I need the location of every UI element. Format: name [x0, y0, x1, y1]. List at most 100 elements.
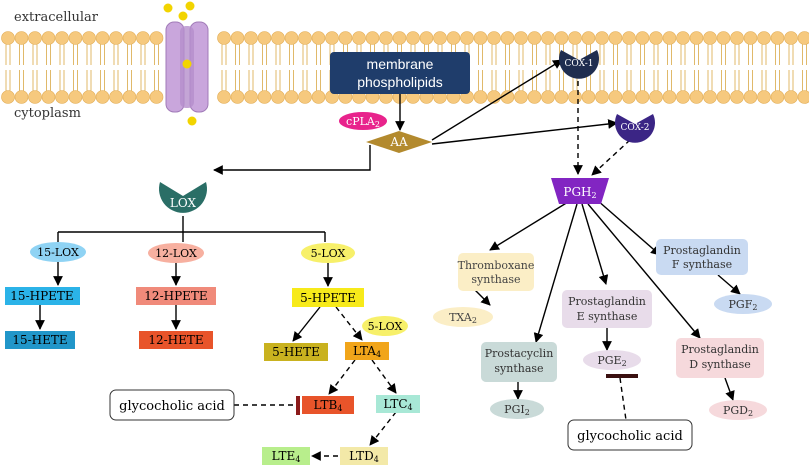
lipid-head	[311, 31, 326, 45]
lipid-head	[217, 90, 231, 104]
lipid-head	[541, 31, 555, 45]
lipid-head	[244, 31, 258, 45]
membrane-phospholipids-box: membrane phospholipids	[330, 52, 470, 94]
lipid-head	[136, 31, 150, 45]
svg-text:PGD2: PGD2	[723, 404, 753, 418]
lipid-head	[230, 90, 245, 104]
lipid-head	[271, 90, 285, 104]
lipid-head	[298, 90, 312, 104]
lipid-head	[514, 90, 528, 104]
svg-text:LTE4: LTE4	[272, 449, 301, 464]
svg-text:15-HETE: 15-HETE	[12, 333, 67, 347]
svg-text:Prostaglandin: Prostaglandin	[681, 343, 759, 356]
phospholipids-label-line2: phospholipids	[357, 74, 443, 90]
lipid-head	[527, 90, 542, 104]
lipid-head	[608, 90, 623, 104]
hpete12-node: 12-HPETE	[136, 287, 216, 305]
lipid-head	[149, 31, 164, 45]
lipid-head	[581, 90, 596, 104]
lipid-head	[622, 31, 636, 45]
lipid-head	[595, 31, 609, 45]
svg-text:LTC4: LTC4	[383, 397, 412, 412]
svg-text:glycocholic acid: glycocholic acid	[577, 429, 683, 444]
lipid-head	[298, 31, 312, 45]
lipid-head	[649, 90, 663, 104]
prostaglandin-f-synthase-node: Prostaglandin F synthase	[656, 239, 748, 275]
lipid-head	[460, 31, 474, 45]
pge2-node: PGE2	[583, 350, 641, 370]
lipid-head	[149, 90, 164, 104]
pgf2-node: PGF2	[714, 294, 772, 314]
lox-node: LOX	[159, 182, 208, 213]
lipid-head	[608, 31, 623, 45]
phospholipids-label-line1: membrane	[367, 56, 434, 72]
svg-text:E synthase: E synthase	[577, 310, 638, 323]
lipid-head	[14, 31, 29, 45]
lipid-head	[770, 90, 785, 104]
lipid-head	[68, 31, 83, 45]
lipid-head	[784, 31, 798, 45]
lipid-head	[338, 31, 353, 45]
cytoplasm-label: cytoplasm	[14, 106, 81, 121]
lipid-head	[662, 90, 677, 104]
svg-text:LOX: LOX	[170, 196, 197, 210]
lipid-head	[622, 90, 636, 104]
hete5-node: 5-HETE	[264, 343, 328, 361]
svg-text:synthase: synthase	[471, 273, 520, 286]
lipid-heads-inner	[1, 90, 809, 104]
svg-text:Prostacyclin: Prostacyclin	[485, 347, 554, 360]
svg-text:15-LOX: 15-LOX	[37, 246, 79, 259]
lipid-head	[676, 31, 690, 45]
pgi2-node: PGI2	[490, 399, 544, 419]
lipid-head	[1, 90, 15, 104]
svg-text:synthase: synthase	[494, 362, 543, 375]
cox2-node: COX-2	[615, 114, 655, 143]
lipid-head	[554, 90, 569, 104]
svg-text:PGI2: PGI2	[504, 403, 530, 417]
svg-text:12-HPETE: 12-HPETE	[144, 289, 207, 303]
lipid-head	[257, 31, 272, 45]
lipid-heads-outer	[1, 31, 809, 45]
cox1-node: COX-1	[559, 50, 599, 79]
lta4-node: LTA4	[345, 342, 389, 360]
svg-text:12-HETE: 12-HETE	[148, 333, 203, 347]
lipid-head	[82, 90, 96, 104]
prostaglandin-e-synthase-node: Prostaglandin E synthase	[562, 290, 652, 328]
inhibition-bar-pge2	[606, 374, 638, 378]
lipid-head	[365, 31, 380, 45]
svg-text:TXA2: TXA2	[449, 311, 477, 325]
lox12-node: 12-LOX	[148, 243, 204, 263]
lipid-head	[473, 31, 488, 45]
lipid-head	[689, 31, 704, 45]
lipid-head	[635, 90, 650, 104]
svg-text:5-HETE: 5-HETE	[272, 345, 320, 359]
lipid-head	[757, 31, 771, 45]
lipid-head	[527, 31, 542, 45]
lipid-head	[554, 31, 569, 45]
lipid-head	[784, 90, 798, 104]
lipid-head	[406, 31, 420, 45]
svg-text:cPLA2: cPLA2	[346, 115, 380, 129]
lipid-head	[122, 31, 137, 45]
lipid-head	[95, 90, 110, 104]
svg-text:F synthase: F synthase	[672, 258, 732, 271]
lipid-head	[41, 90, 56, 104]
hpete5-node: 5-HPETE	[292, 288, 364, 307]
svg-text:COX-2: COX-2	[621, 123, 650, 133]
thromboxane-synthase-node: Thromboxane synthase	[458, 253, 534, 291]
lipid-head	[28, 90, 42, 104]
lipid-head	[568, 90, 582, 104]
lipid-head	[352, 31, 366, 45]
svg-text:LTB4: LTB4	[314, 398, 343, 413]
lipid-head	[568, 31, 582, 45]
lipid-head	[676, 90, 690, 104]
svg-text:LTD4: LTD4	[349, 449, 379, 464]
lipid-head	[662, 31, 677, 45]
ltd4-node: LTD4	[340, 447, 388, 465]
lipid-head	[325, 31, 339, 45]
lipid-head	[230, 31, 245, 45]
lipid-head	[433, 31, 447, 45]
svg-text:5-HPETE: 5-HPETE	[300, 291, 356, 305]
hete15-node: 15-HETE	[5, 331, 75, 349]
